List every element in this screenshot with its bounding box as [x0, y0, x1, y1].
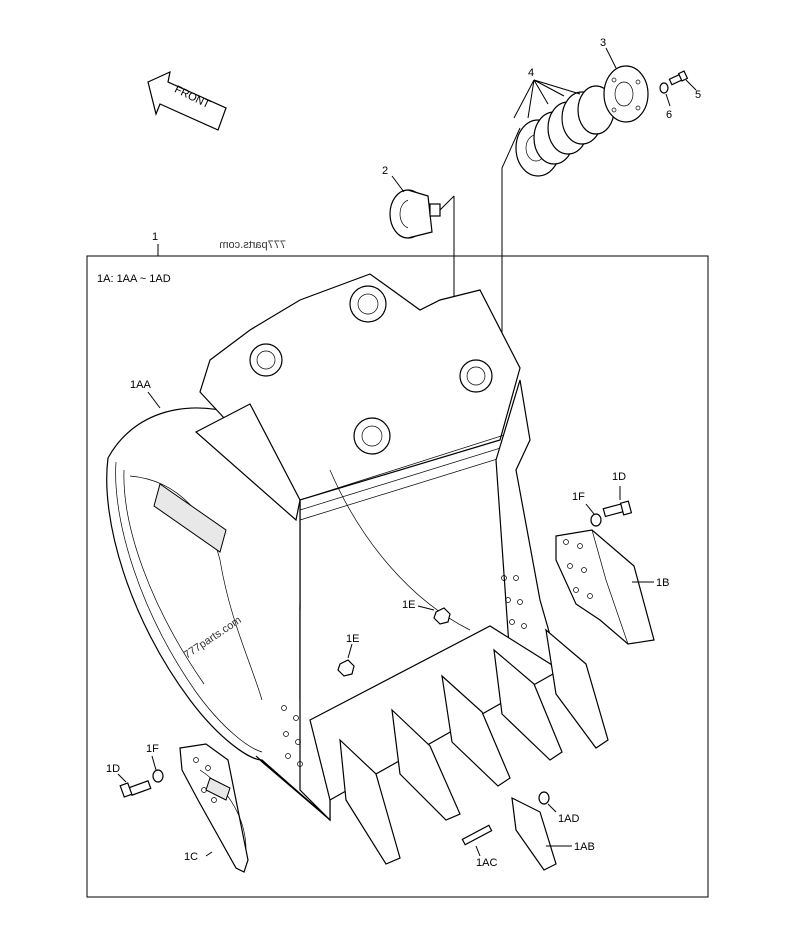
callout-6: 6	[666, 109, 672, 121]
part-4-shims	[501, 85, 615, 378]
part-1C-side-cutter	[179, 743, 249, 873]
callout-1AB: 1AB	[574, 841, 595, 853]
part-3-flange	[603, 65, 649, 123]
assembly-note: 1A: 1AA ~ 1AD	[97, 273, 171, 285]
callout-1F-left: 1F	[146, 743, 159, 755]
callout-1B: 1B	[656, 577, 669, 589]
part-1D-bolt-right	[602, 500, 633, 518]
callout-1E-low: 1E	[346, 633, 359, 645]
part-6-washer	[659, 82, 669, 94]
part-1F-washer-right	[590, 513, 602, 527]
part-1AC-pin	[461, 824, 493, 846]
teeth-row	[339, 628, 609, 871]
callout-1D-left: 1D	[106, 763, 120, 775]
part-1F-washer-left	[152, 769, 164, 783]
part-5-bolt	[668, 70, 689, 86]
watermark-top: 777parts.com	[219, 239, 286, 251]
callout-1E-mid: 1E	[402, 599, 415, 611]
assembly-frame	[86, 255, 709, 898]
callout-2: 2	[382, 165, 388, 177]
callout-1D-right: 1D	[612, 471, 626, 483]
part-1D-bolt-left	[119, 780, 152, 798]
front-arrow: FRONT	[147, 70, 227, 131]
part-1B-side-cutter	[555, 529, 655, 645]
part-1E-nut-low	[337, 659, 355, 677]
callout-1: 1	[152, 231, 158, 243]
bucket-body	[106, 273, 562, 822]
callout-1C: 1C	[184, 851, 198, 863]
callout-5: 5	[695, 89, 701, 101]
callout-1AD: 1AD	[558, 813, 579, 825]
callout-1AA: 1AA	[130, 379, 151, 391]
callout-4: 4	[528, 67, 534, 79]
callout-1F-right: 1F	[572, 491, 585, 503]
callout-3: 3	[600, 37, 606, 49]
part-1E-nut-mid	[433, 607, 451, 625]
part-1AD-lock	[538, 791, 550, 805]
callout-1AC: 1AC	[476, 857, 497, 869]
